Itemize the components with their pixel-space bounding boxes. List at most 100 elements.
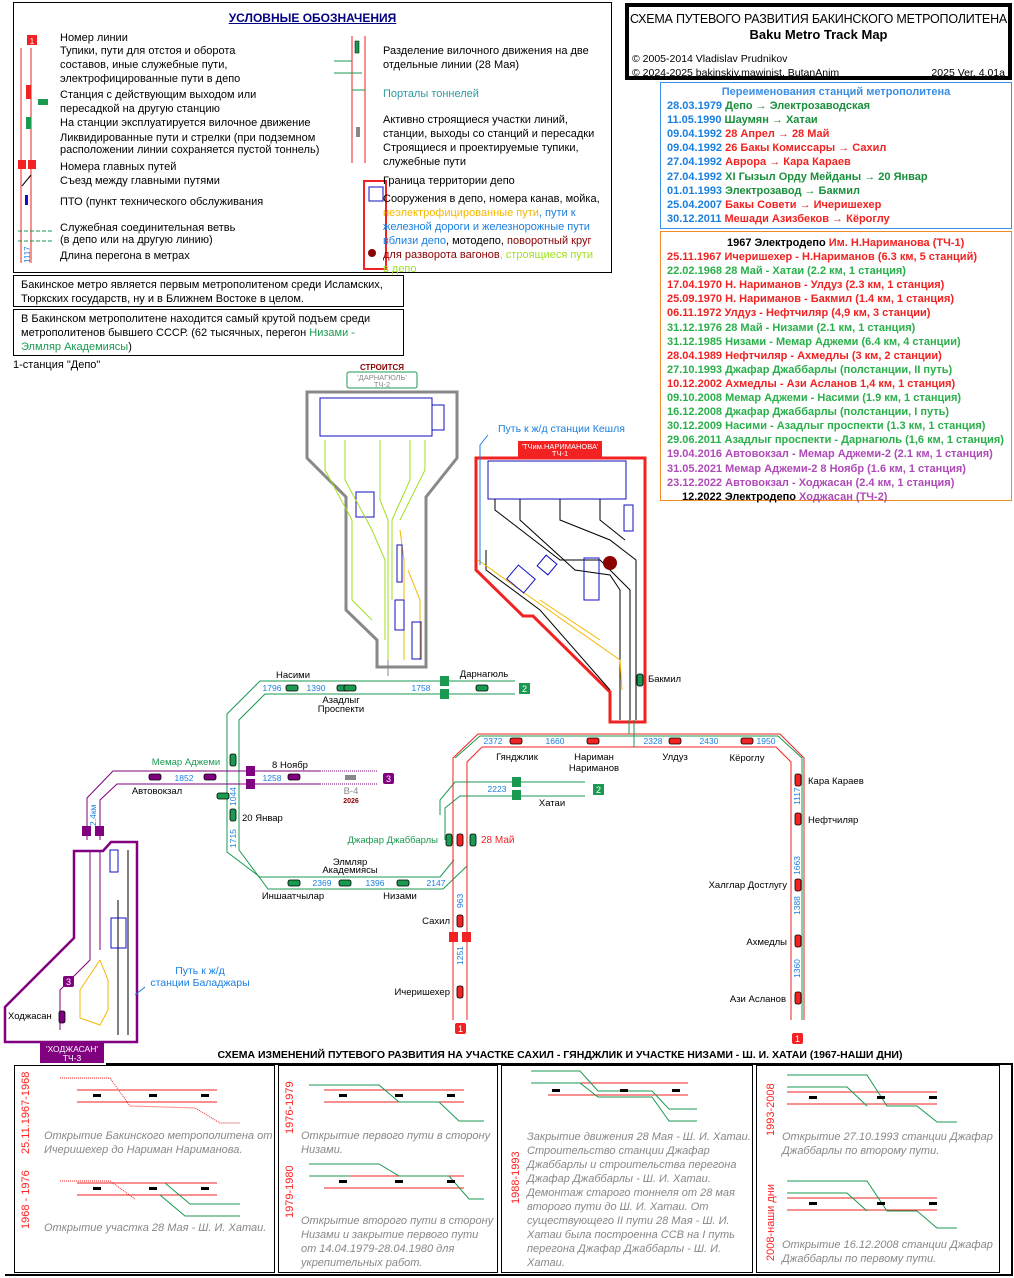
segment-length: 1044 bbox=[228, 787, 238, 806]
station-28-may[interactable]: 28 Май bbox=[481, 835, 515, 846]
line-2-badge[interactable] bbox=[593, 784, 604, 795]
line-3-badge[interactable] bbox=[383, 773, 394, 784]
history-panel-1: 25.11.1967-1968 Открытие Бакинского метр… bbox=[14, 1065, 275, 1273]
line-1-badge[interactable] bbox=[455, 1023, 466, 1034]
depot-nariman-label-box bbox=[518, 441, 602, 457]
station-azadlyg[interactable]: Проспекти bbox=[318, 704, 365, 715]
station-neftchilar[interactable]: Нефтчиляр bbox=[808, 815, 858, 826]
renames-title: Переименования станций метрополитена bbox=[721, 86, 951, 98]
segment-length: 963 bbox=[455, 894, 465, 908]
station-nizami[interactable]: Низами bbox=[383, 891, 417, 902]
station-halglar-dostlugu[interactable]: Халглар Достлугу bbox=[709, 880, 788, 891]
bottom-frame-left bbox=[5, 1063, 106, 1276]
legend-sidings: составов, иные служебные пути, bbox=[60, 59, 228, 71]
fact-text: В Бакинском метрополитене находится самы… bbox=[21, 313, 371, 339]
station-markers bbox=[58, 673, 802, 1024]
line-3-badge[interactable] bbox=[63, 976, 74, 987]
rename-date: 27.04.1992 bbox=[667, 156, 723, 169]
station-marker bbox=[794, 773, 802, 787]
station-memar-ajami[interactable]: Мемар Аджеми bbox=[152, 757, 220, 768]
station-ahmedly[interactable]: Ахмедлы bbox=[746, 937, 787, 948]
station-avtovokzal[interactable]: Автовокзал bbox=[132, 786, 182, 797]
line-1-badge[interactable] bbox=[792, 1033, 803, 1044]
line-2-badge[interactable] bbox=[519, 683, 530, 694]
segment-length: 1758 bbox=[412, 683, 431, 693]
history-text: Автовокзал - Ходжасан (2.4 км, 1 станция… bbox=[725, 476, 955, 489]
legend-fork-split: Разделение вилочного движения на две bbox=[383, 45, 589, 57]
segment-lengths: 1796 1390 1758 1852 1258 2369 1396 2147 … bbox=[88, 683, 802, 978]
history-text: Автовокзал - Мемар Аджеми-2 (2.1 км, 1 с… bbox=[725, 448, 993, 461]
station-sahil[interactable]: Сахил bbox=[422, 916, 450, 927]
period-label: 1988-1993 bbox=[510, 1151, 522, 1204]
period-caption: Открытие участка 28 Мая - Ш. И. Хатаи. bbox=[44, 1222, 267, 1234]
rename-text: Мешади Азизбеков → Кёроглу bbox=[724, 212, 890, 225]
history-item: 30.12.2009 Насими - Азадлыг проспекти (1… bbox=[667, 419, 1005, 433]
history-date: 31.05.2021 bbox=[667, 462, 723, 475]
depot-darnagul-border bbox=[305, 390, 459, 669]
renames-panel: Переименования станций метрополитена 28.… bbox=[660, 82, 1012, 229]
history-panel-2: 1976-1979 Открытие первого пути в сторон… bbox=[278, 1065, 498, 1273]
v4-construction-station bbox=[345, 775, 356, 780]
legend-length-sample: 1117 bbox=[23, 246, 32, 263]
station-8-noyabr[interactable]: 8 Ноябр bbox=[272, 760, 308, 771]
station-darnagul[interactable]: Дарнагюль bbox=[460, 669, 508, 680]
station-marker bbox=[586, 737, 600, 745]
station-20-yanvar[interactable]: 20 Январ bbox=[242, 813, 283, 824]
station-kara-karaev[interactable]: Кара Караев bbox=[808, 776, 864, 787]
depot-nariman-border bbox=[474, 456, 647, 724]
copyright-1: © 2005-2014 Vladislav Prudnikov bbox=[632, 53, 788, 65]
station-marker bbox=[148, 773, 162, 781]
station-elmlyar[interactable]: Элмляр bbox=[333, 857, 368, 868]
line-number-badge-icon bbox=[27, 35, 37, 45]
station-azi-aslanov[interactable]: Ази Асланов bbox=[730, 994, 786, 1005]
station-ulduz[interactable]: Улдуз bbox=[662, 752, 688, 763]
station-inshaatchylar[interactable]: Иншаатчылар bbox=[262, 891, 324, 902]
legend-panel: УСЛОВНЫЕ ОБОЗНАЧЕНИЯ 1 1117 Номер линии … bbox=[13, 2, 612, 275]
rail-link-baladzhary[interactable]: станции Баладжары bbox=[150, 977, 249, 989]
station-elmlyar[interactable]: Академиясы bbox=[322, 865, 378, 876]
rename-text: Депо → Электрозаводская bbox=[725, 100, 871, 113]
segment-length: 1117 bbox=[792, 787, 802, 805]
station-khojasan[interactable]: Ходжасан bbox=[8, 1011, 52, 1022]
rename-text: 28 Апрел → 28 Май bbox=[725, 128, 830, 141]
legend-symbols-right bbox=[334, 36, 387, 270]
legend-construction: Активно строящиеся участки линий, bbox=[383, 114, 568, 126]
depot-name: 'ТЧим.НАРИМАНОВА' bbox=[522, 442, 600, 451]
history-text: 28 Май - Низами (2.1 км, 1 станция) bbox=[725, 321, 916, 334]
fork-station-icon bbox=[26, 117, 31, 129]
fact-steep-grade: В Бакинском метрополитене находится самы… bbox=[13, 309, 404, 356]
depot-name: 'ДАРНАГЮЛЬ' bbox=[357, 373, 407, 382]
rail-link-baladzhary[interactable]: Путь к ж/д bbox=[175, 965, 225, 977]
segment-length: 1396 bbox=[366, 878, 385, 888]
bottom-frame bbox=[106, 1063, 1013, 1276]
station-icherisheher[interactable]: Ичеришехер bbox=[394, 987, 450, 998]
segment-length: 1715 bbox=[228, 829, 238, 848]
station-hatai[interactable]: Хатаи bbox=[539, 798, 565, 809]
station-nariman-narimanov[interactable]: Нариман bbox=[574, 752, 614, 763]
station-koroglu[interactable]: Кёроглу bbox=[730, 753, 765, 764]
line-1-tracks bbox=[452, 720, 805, 1020]
station-v4[interactable]: В-4 bbox=[344, 786, 359, 797]
history-text: Низами - Мемар Аджеми (6.4 км, 4 станции… bbox=[725, 335, 961, 348]
depot-code: ТЧ-1 bbox=[552, 449, 568, 458]
legend-station-exit: пересадкой на другую станцию bbox=[60, 103, 220, 115]
legend-symbols-left: 1 1117 bbox=[18, 35, 54, 263]
history-date: 17.04.1970 bbox=[667, 279, 723, 292]
legend-sidings: электрофицированные пути в депо bbox=[60, 73, 241, 85]
rail-link-keshla[interactable]: Путь к ж/д станции Кешля bbox=[498, 423, 625, 435]
station-jafar-jabbarly[interactable]: Джафар Джаббарлы bbox=[348, 835, 439, 846]
legend-liquidated: расположении линии сохраняется пустой то… bbox=[60, 144, 320, 156]
station-ganjlik[interactable]: Гянджлик bbox=[496, 752, 539, 763]
segment-length: 1258 bbox=[263, 773, 282, 783]
history-date: 1967 Электродепо bbox=[727, 237, 826, 249]
station-azadlyg[interactable]: Азадлыг bbox=[322, 695, 360, 706]
station-nariman-narimanov[interactable]: Нариманов bbox=[569, 763, 619, 774]
wash-building bbox=[431, 404, 445, 431]
version: 2025 Ver. 4.01a bbox=[931, 67, 1005, 79]
segment-length: 1950 bbox=[757, 736, 776, 746]
station-marker bbox=[794, 991, 802, 1005]
station-bakmil[interactable]: Бакмил bbox=[648, 674, 681, 685]
period-label: 1979-1980 bbox=[284, 1165, 296, 1218]
station-nasimi[interactable]: Насими bbox=[276, 670, 310, 681]
history-item: 25.11.1967 Ичеришехер - Н.Нариманов (6.3… bbox=[667, 250, 1005, 264]
